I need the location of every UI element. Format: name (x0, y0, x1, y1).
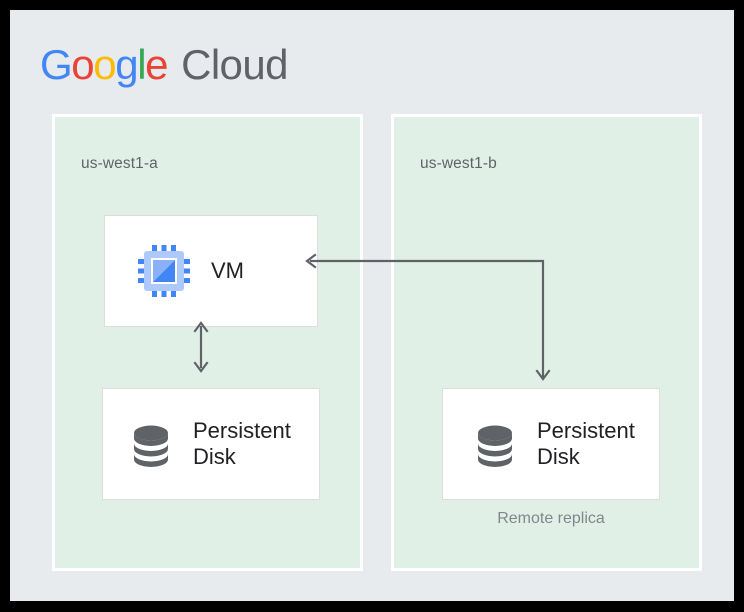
logo-letter-g2: g (115, 41, 138, 88)
logo-letter-l: l (137, 41, 146, 88)
logo-letter-g: G (40, 41, 73, 88)
persistent-disk-icon (127, 420, 175, 468)
cloud-wordmark: Cloud (181, 41, 288, 88)
google-wordmark: Google (40, 41, 168, 88)
caption-remote-replica: Remote replica (497, 510, 605, 527)
node-card-persistent-disk-replica[interactable]: Persistent Disk (442, 388, 660, 500)
zone-panel-us-west1-a: us-west1-a (52, 114, 363, 571)
google-cloud-logo: Google Cloud (40, 42, 288, 88)
logo-letter-o1: o (71, 41, 94, 88)
node-label-persistent-disk-replica: Persistent Disk (537, 418, 635, 469)
node-label-persistent-disk-primary: Persistent Disk (193, 418, 291, 469)
node-card-vm[interactable]: VM (104, 215, 318, 327)
compute-engine-chip-icon (137, 244, 191, 298)
persistent-disk-icon (471, 420, 519, 468)
zone-panel-us-west1-b: us-west1-b (391, 114, 702, 571)
zone-label-us-west1-b: us-west1-b (420, 155, 497, 172)
node-card-persistent-disk-primary[interactable]: Persistent Disk (102, 388, 320, 500)
node-label-vm: VM (211, 258, 244, 284)
logo-letter-e: e (145, 41, 168, 88)
zone-label-us-west1-a: us-west1-a (81, 155, 158, 172)
logo-letter-o2: o (93, 41, 116, 88)
diagram-canvas: Google Cloud us-west1-a us-west1-b (10, 10, 734, 601)
